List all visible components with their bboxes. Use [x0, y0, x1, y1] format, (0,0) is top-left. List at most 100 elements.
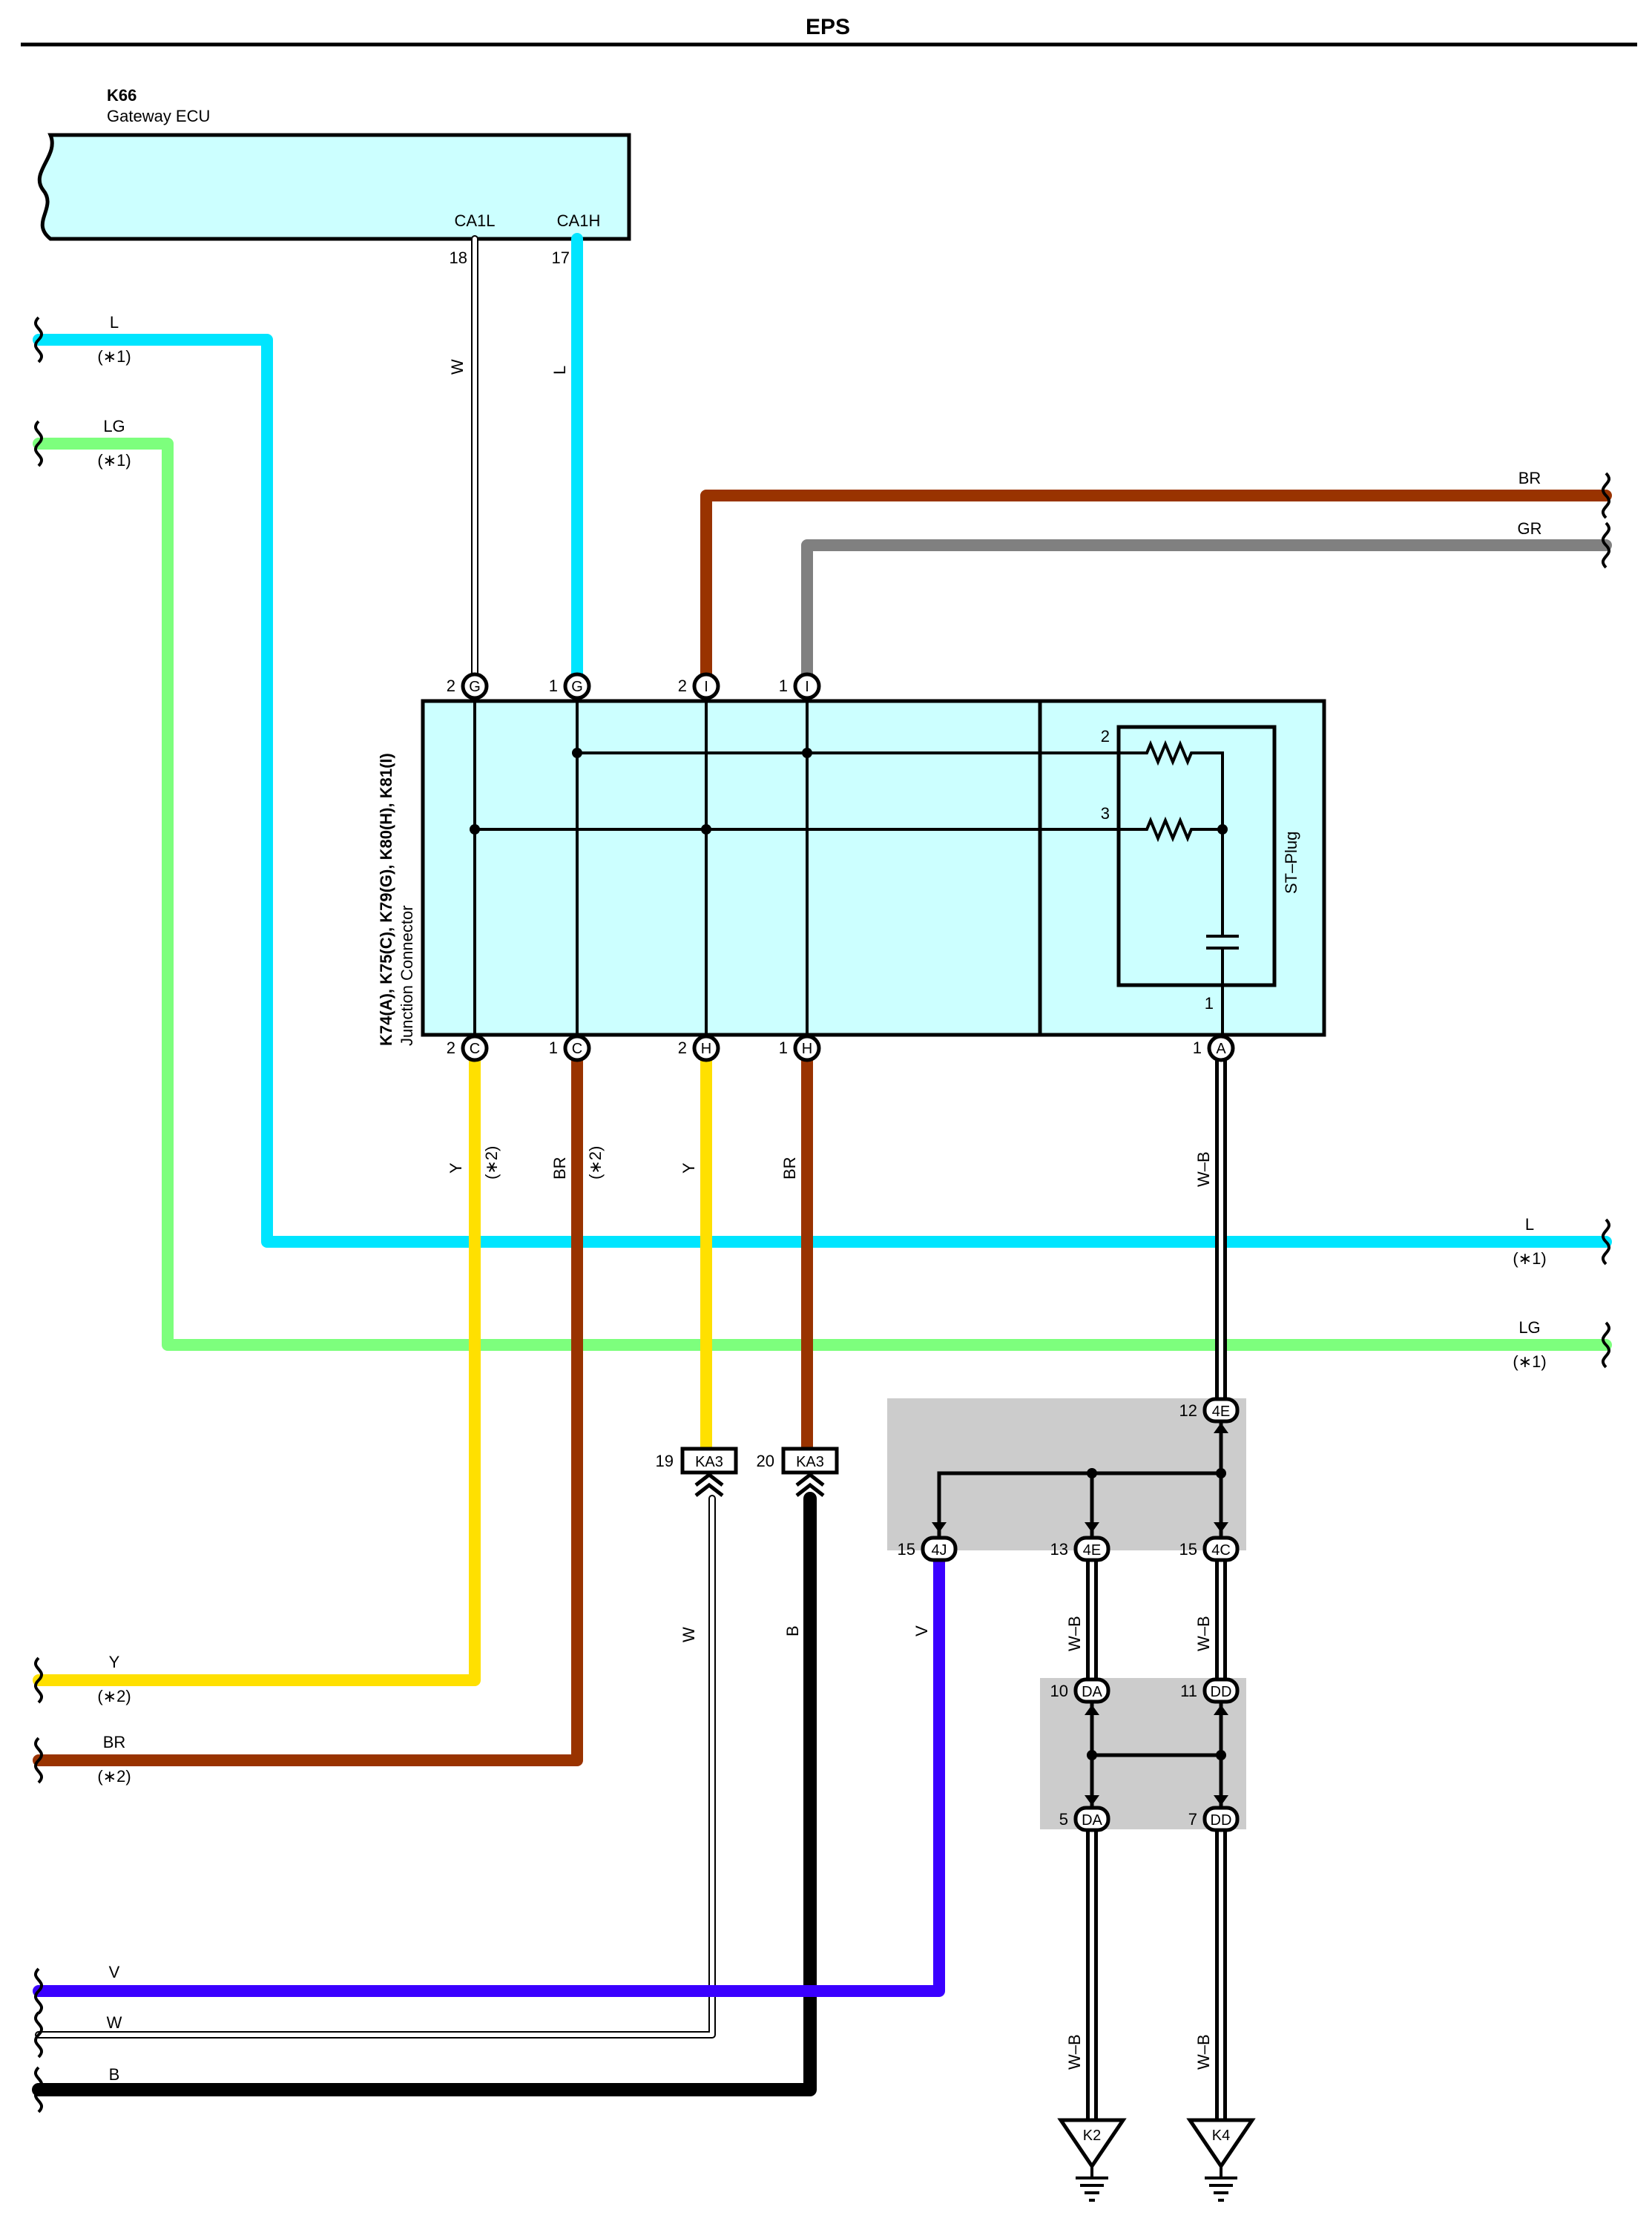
label-right-l: L [1525, 1215, 1534, 1234]
pin-2g: G 2 [447, 672, 489, 700]
pin-1i: I 1 [779, 672, 821, 700]
note-left-br: (∗2) [97, 1767, 131, 1786]
pin-2c: C 2 [447, 1034, 489, 1062]
splice-13-4e: 4E 13 [1050, 1536, 1110, 1562]
note-left-lg: (∗1) [97, 451, 131, 470]
label-l-ca1h: L [550, 366, 569, 375]
svg-text:DA: DA [1082, 1812, 1102, 1829]
splice-15-4j: 4J 15 [898, 1536, 958, 1562]
label-bottom-w: W [107, 2013, 122, 2032]
svg-text:C: C [470, 1041, 480, 1057]
label-left-br: BR [103, 1733, 126, 1751]
label-left-y: Y [109, 1653, 120, 1671]
pin-1c: C 1 [549, 1034, 591, 1062]
label-w-ca1l: W [448, 359, 467, 375]
svg-text:4C: 4C [1211, 1542, 1231, 1559]
label-wb-dd: W–B [1194, 2034, 1213, 2070]
label-y-2c: Y [447, 1162, 465, 1174]
svg-text:2: 2 [447, 677, 455, 695]
wire-l-loop [33, 334, 1612, 1248]
ground-k2: K2 [1057, 2118, 1127, 2202]
label-br-1h: BR [780, 1156, 799, 1179]
svg-text:4E: 4E [1212, 1404, 1230, 1420]
label-y-2h: Y [679, 1162, 698, 1174]
label-b-ka3: B [783, 1625, 802, 1636]
svg-text:12: 12 [1179, 1401, 1197, 1420]
gateway-ecu-name: Gateway ECU [107, 107, 210, 125]
svg-text:2: 2 [447, 1039, 455, 1057]
wire-y-2c [33, 1042, 481, 1686]
label-wb-1a: W–B [1194, 1151, 1213, 1187]
diagram-title: EPS [806, 15, 850, 39]
label-bottom-b: B [109, 2065, 120, 2084]
svg-text:11: 11 [1180, 1682, 1197, 1700]
wires [32, 233, 1612, 2125]
splice-15-4c: 4C 15 [1179, 1536, 1240, 1562]
svg-text:15: 15 [1179, 1540, 1197, 1559]
svg-text:15: 15 [898, 1540, 915, 1559]
junction-name: Junction Connector [398, 905, 416, 1046]
ka3-20: KA3 20 [757, 1447, 839, 1497]
wire-br-1c [33, 1042, 583, 1766]
st-plug-pin-1: 1 [1205, 994, 1214, 1013]
svg-text:2: 2 [678, 1039, 687, 1057]
svg-text:13: 13 [1050, 1540, 1068, 1559]
wire-gr-top [801, 539, 1612, 692]
note-right-lg: (∗1) [1513, 1352, 1546, 1371]
label-wb-da: W–B [1065, 2034, 1084, 2070]
svg-text:C: C [572, 1041, 582, 1057]
svg-text:DD: DD [1211, 1812, 1232, 1829]
junction-bottom-pins: C 2 C 1 H 2 H 1 A 1 [447, 1034, 1235, 1062]
svg-text:2: 2 [678, 677, 687, 695]
svg-text:DA: DA [1082, 1684, 1102, 1700]
splice-11-dd: DD 11 [1180, 1677, 1240, 1704]
pin-1g: G 1 [549, 672, 591, 700]
splice-lower: DA 10 DD 11 DA 5 DD 7 [1040, 1677, 1246, 1832]
st-plug-label: ST–Plug [1282, 832, 1300, 894]
wire-lg-loop [33, 438, 1612, 1351]
note-left-y: (∗2) [97, 1687, 131, 1705]
svg-text:10: 10 [1050, 1682, 1068, 1700]
label-right-br: BR [1518, 469, 1541, 487]
gateway-ecu: K66 Gateway ECU CA1L CA1H 18 17 [37, 86, 631, 267]
svg-text:1: 1 [779, 677, 788, 695]
svg-text:KA3: KA3 [695, 1454, 723, 1470]
splice-12-4e: 4E 12 [1179, 1397, 1240, 1424]
pin-1a: A 1 [1193, 1034, 1235, 1062]
wire-labels: W L Y (∗2) BR (∗2) Y BR W–B W B V W–B W–… [97, 313, 1546, 2084]
label-left-l: L [110, 313, 119, 332]
label-bottom-v: V [109, 1963, 120, 1981]
label-right-lg: LG [1518, 1318, 1540, 1337]
label-note-1c: (∗2) [586, 1146, 605, 1179]
ground-k4: K4 [1186, 2118, 1256, 2202]
wire-b-ka3 [32, 1492, 817, 2096]
svg-text:K2: K2 [1083, 2128, 1101, 2144]
note-right-l: (∗1) [1513, 1249, 1546, 1268]
splice-5-da: DA 5 [1059, 1806, 1110, 1832]
harness-breaks [34, 316, 1610, 2113]
svg-text:1: 1 [549, 677, 558, 695]
ecu-pin-name-ca1h: CA1H [557, 211, 601, 230]
svg-text:KA3: KA3 [796, 1454, 824, 1470]
label-wb-4e: W–B [1065, 1616, 1084, 1651]
wire-br-top [700, 490, 1612, 692]
junction-top-pins: G 2 G 1 I 2 I 1 [447, 672, 821, 700]
ka3-connectors: KA3 19 KA3 20 [656, 1447, 839, 1497]
wire-w-ka3-outline [35, 1495, 716, 2039]
note-left-l: (∗1) [97, 347, 131, 366]
label-w-ka3: W [679, 1627, 698, 1642]
splice-upper: 4E 12 4J 15 4E 13 4C 15 [887, 1397, 1246, 1562]
wire-v-4j [33, 1544, 945, 1997]
st-plug-pin-2: 2 [1101, 727, 1110, 746]
gateway-ecu-box [37, 133, 631, 241]
svg-text:K4: K4 [1212, 2128, 1230, 2144]
label-left-lg: LG [103, 417, 125, 435]
label-wb-4c: W–B [1194, 1616, 1213, 1651]
ecu-pin-number-17: 17 [552, 249, 570, 267]
junction-connector: 2 3 1 ST–Plug K74(A), K75(C), K79(G), K8… [377, 699, 1326, 1046]
svg-text:4E: 4E [1083, 1542, 1101, 1559]
svg-text:7: 7 [1188, 1810, 1197, 1829]
wire-w-ka3 [36, 1496, 714, 2037]
svg-text:DD: DD [1211, 1684, 1232, 1700]
